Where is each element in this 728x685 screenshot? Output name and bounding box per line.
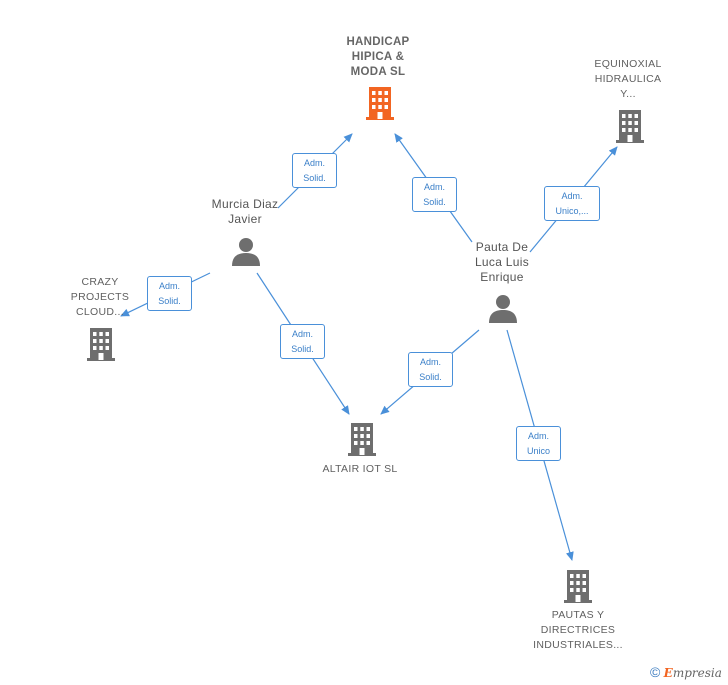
crazy-label[interactable]: CRAZY PROJECTS CLOUD... — [50, 275, 150, 320]
edge-label-pauta-pautas[interactable]: Adm. Unico — [516, 426, 561, 461]
building-icon[interactable] — [614, 108, 646, 144]
label-line: CRAZY — [81, 276, 119, 288]
label-line: MODA SL — [350, 66, 406, 78]
label-line: DIRECTRICES — [540, 624, 616, 636]
edge-label-pauta-altair[interactable]: Adm. Solid. — [408, 352, 453, 387]
edge-label-line: Unico,... — [555, 206, 589, 216]
pautas-label[interactable]: PAUTAS Y DIRECTRICES INDUSTRIALES... — [518, 608, 638, 653]
label-line: HIPICA & — [351, 51, 405, 63]
edge-label-line: Solid. — [303, 173, 326, 183]
brand-name: mpresia — [672, 666, 722, 680]
label-line: PAUTAS Y — [551, 609, 605, 621]
edge-label-line: Adm. — [561, 191, 583, 201]
person-icon[interactable] — [487, 294, 519, 324]
edge-label-line: Adm. — [291, 329, 313, 339]
building-icon[interactable] — [364, 85, 396, 121]
edge-label-line: Unico — [526, 446, 550, 456]
label-line: Javier — [228, 212, 262, 226]
copyright-symbol: © — [650, 664, 661, 680]
label-line: CLOUD... — [76, 306, 124, 318]
edge-label-murcia-altair[interactable]: Adm. Solid. — [280, 324, 325, 359]
label-line: Y... — [620, 88, 636, 100]
equinoxial-label[interactable]: EQUINOXIAL HIDRAULICA Y... — [578, 57, 678, 102]
brand-logo[interactable]: Empresia — [664, 666, 722, 680]
edge-label-line: Adm. — [527, 431, 549, 441]
brand-initial: E — [663, 666, 673, 680]
label-line: ALTAIR IOT SL — [322, 463, 398, 475]
edge-label-line: Adm. — [158, 281, 180, 291]
pauta-label[interactable]: Pauta De Luca Luis Enrique — [452, 240, 552, 285]
edge-label-line: Solid. — [158, 296, 181, 306]
person-icon[interactable] — [230, 237, 262, 267]
altair-label[interactable]: ALTAIR IOT SL — [300, 462, 420, 477]
label-line: PROJECTS — [70, 291, 130, 303]
label-line: HIDRAULICA — [594, 73, 662, 85]
label-line: Pauta De — [475, 240, 529, 254]
label-line: INDUSTRIALES... — [533, 639, 623, 651]
edge-label-murcia-handicap[interactable]: Adm. Solid. — [292, 153, 337, 188]
handicap-label[interactable]: HANDICAP HIPICA & MODA SL — [318, 35, 438, 80]
edge-label-murcia-crazy[interactable]: Adm. Solid. — [147, 276, 192, 311]
edge-label-line: Solid. — [419, 372, 442, 382]
murcia-label[interactable]: Murcia Diaz Javier — [195, 197, 295, 227]
label-line: Enrique — [480, 270, 524, 284]
edge-label-pauta-handicap[interactable]: Adm. Solid. — [412, 177, 457, 212]
building-icon[interactable] — [346, 421, 378, 457]
label-line: Murcia Diaz — [211, 197, 279, 211]
footer-credit: © Empresia — [650, 664, 722, 680]
edge-label-line: Adm. — [423, 182, 445, 192]
edge-label-line: Solid. — [423, 197, 446, 207]
edge-label-line: Solid. — [291, 344, 314, 354]
label-line: Luca Luis — [474, 255, 530, 269]
edge-label-line: Adm. — [303, 158, 325, 168]
edge-label-pauta-equinoxial[interactable]: Adm. Unico,... — [544, 186, 600, 221]
building-icon[interactable] — [85, 326, 117, 362]
edge-label-line: Adm. — [419, 357, 441, 367]
building-icon[interactable] — [562, 568, 594, 604]
label-line: EQUINOXIAL — [594, 58, 662, 70]
label-line: HANDICAP — [346, 36, 410, 48]
